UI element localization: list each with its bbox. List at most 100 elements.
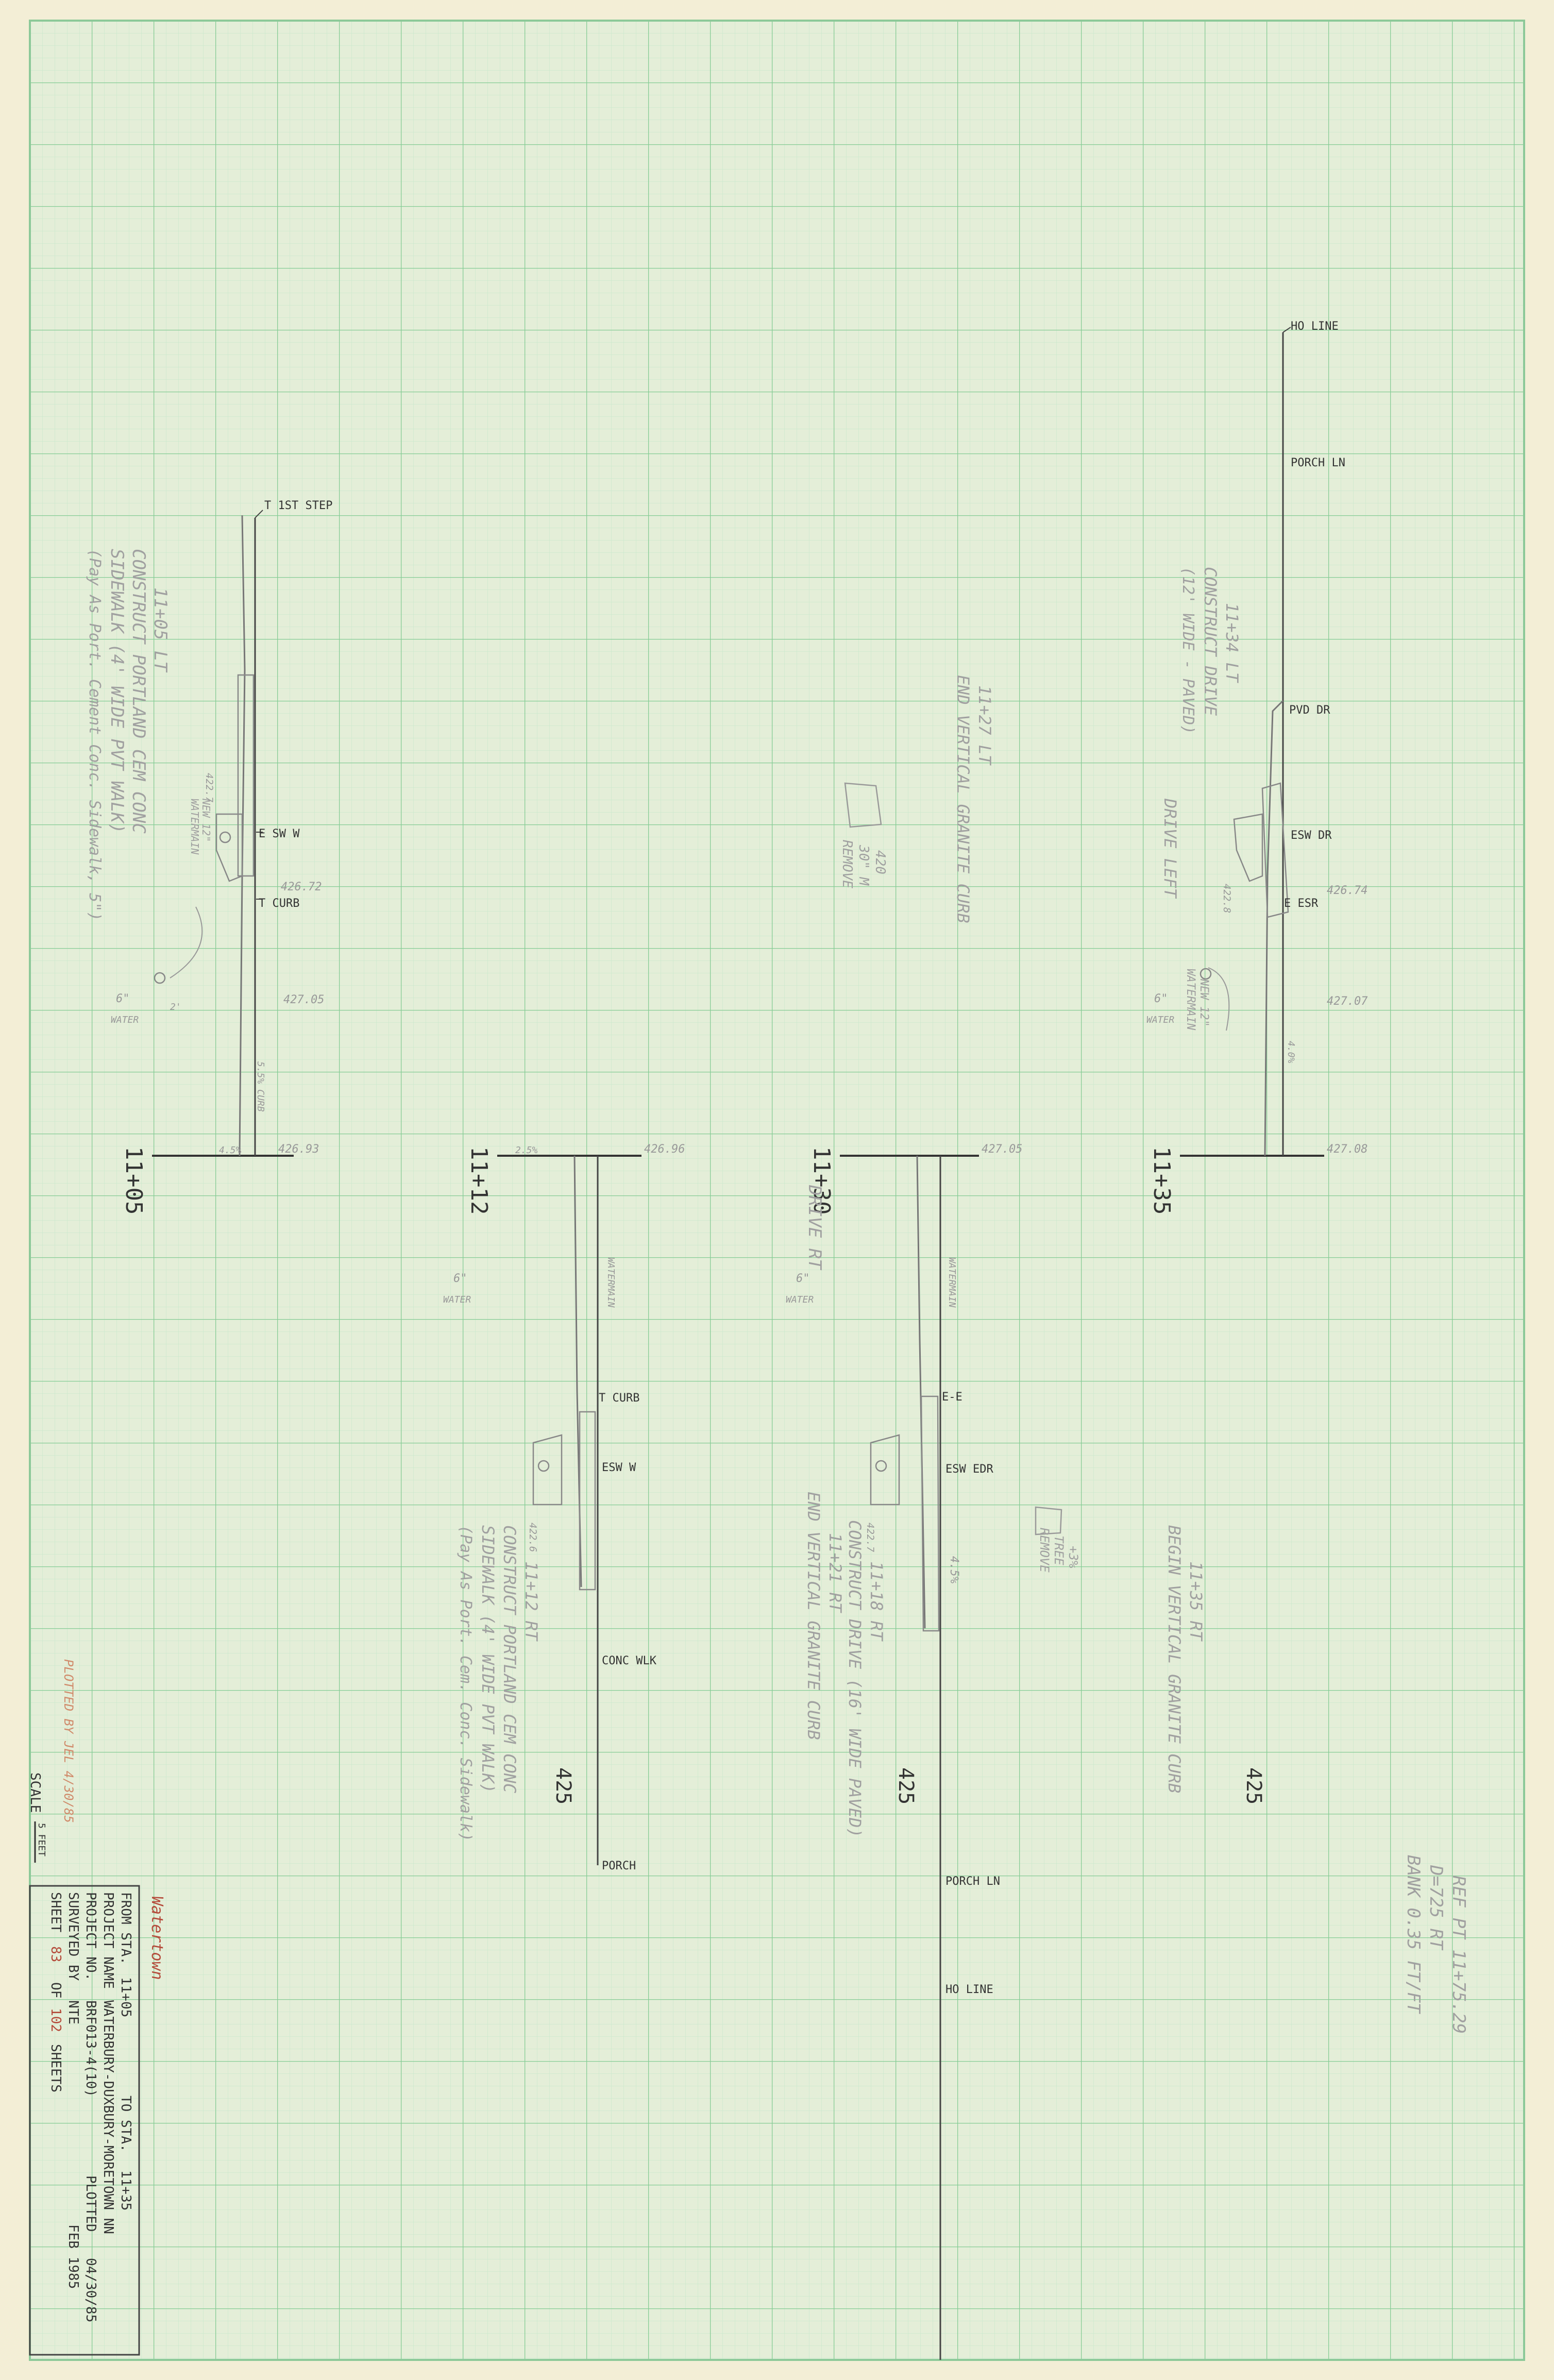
ground-profile xyxy=(1264,700,1284,1156)
baseline-elevation: 426.96 xyxy=(644,1143,685,1156)
walk-profile xyxy=(579,1411,596,1591)
plotted-red-note: PLOTTED BY JEL 4/30/85 xyxy=(61,1659,76,1823)
section-11-05: T 1ST STEP E SW W T CURB 426.72 427.05 4… xyxy=(86,499,332,1214)
section-note: 11+34 LT xyxy=(1222,603,1242,683)
baseline-elevation: 426.93 xyxy=(278,1143,319,1156)
section-note: (Pay As Port. Cement Conc. Sidewalk, 5") xyxy=(86,549,104,921)
remove-note: 30" M xyxy=(856,845,871,886)
red-signature: Watertown xyxy=(148,1896,166,1980)
surveyed-label: SURVEYED BY xyxy=(65,1892,81,1981)
drive-profile xyxy=(1261,782,1289,918)
small-note: 2.5% xyxy=(515,1145,538,1156)
tree-note: TREE xyxy=(1052,1535,1066,1565)
small-note: 6" xyxy=(116,992,130,1005)
elevation: 422.7 xyxy=(865,1523,876,1552)
section-note: DRIVE LEFT xyxy=(1160,798,1180,899)
section-note: DRIVE RT xyxy=(804,1185,825,1271)
to-value: 11+35 xyxy=(118,2170,133,2210)
scale-label: SCALE xyxy=(27,1773,43,1813)
watermain-circle xyxy=(537,1460,550,1472)
section-note: 11+12 RT xyxy=(521,1561,541,1642)
elevation: 426.74 xyxy=(1327,884,1367,897)
section-note: BEGIN VERTICAL GRANITE CURB xyxy=(1164,1525,1184,1793)
scale: SCALE 5 FEET xyxy=(27,1773,47,1863)
plotted-value: 04/30/85 xyxy=(83,2258,98,2322)
label-esw-edr: ESW EDR xyxy=(945,1463,993,1476)
ref-note: BANK 0.35 FT/FT xyxy=(1403,1855,1424,2015)
watermain-shape xyxy=(532,1434,563,1506)
watermain-shape xyxy=(870,1434,900,1506)
small-note: WATER xyxy=(1146,1015,1174,1025)
watermain-circle xyxy=(1200,968,1212,980)
section-note: (12' WIDE - PAVED) xyxy=(1179,567,1197,734)
section-note: 11+18 RT xyxy=(867,1561,886,1642)
station-label: 11+35 xyxy=(1148,1146,1175,1214)
section-note: CONSTRUCT DRIVE xyxy=(1201,567,1220,716)
walk-profile xyxy=(237,674,255,877)
project-no-label: PROJECT NO. xyxy=(83,1892,98,1981)
small-note: WATERMAIN xyxy=(605,1257,616,1308)
label-esw-dr: ESW DR xyxy=(1291,829,1332,842)
remove-note: 420 xyxy=(872,850,888,874)
label-porch: PORCH xyxy=(602,1860,636,1872)
label-e-esr: E ESR xyxy=(1284,897,1319,910)
elevation: 426.72 xyxy=(281,881,322,893)
section-note: SIDEWALK (4' WIDE PVT WALK) xyxy=(478,1525,498,1793)
label-e-e: E-E xyxy=(942,1391,962,1404)
watermain-arc xyxy=(1208,967,1230,1031)
small-note: 6" xyxy=(453,1272,467,1285)
ground-profile xyxy=(239,515,246,1156)
label-t-curb: T CURB xyxy=(259,897,299,910)
station-label: 11+12 xyxy=(466,1146,492,1214)
elevation: 422.8 xyxy=(1221,884,1232,913)
small-note: 4.5% xyxy=(219,1145,242,1156)
to-label: TO STA. xyxy=(118,2096,133,2152)
watermain-circle xyxy=(875,1460,887,1472)
section-note: END VERTICAL GRANITE CURB xyxy=(804,1492,823,1740)
small-note: WATER xyxy=(443,1294,471,1305)
section-11-30: E-E ESW EDR PORCH LN HO LINE 427.05 422.… xyxy=(786,675,1022,2360)
label-ho-line: HO LINE xyxy=(945,1983,993,1996)
project-no-value: BRF013-4(10) xyxy=(83,2000,98,2097)
grid-frame xyxy=(29,20,1525,2361)
sheet-value: 83 xyxy=(48,1946,63,1962)
watermain-arc xyxy=(170,906,203,978)
surveyed-value: NTE xyxy=(65,2000,81,2024)
elevation: 427.07 xyxy=(1327,995,1368,1008)
plotted-label: PLOTTED xyxy=(83,2175,98,2232)
axis-label: 425 xyxy=(1242,1767,1265,1804)
label-e-sw-w: E SW W xyxy=(259,828,300,840)
section-note: 11+05 LT xyxy=(150,587,171,673)
small-note: NEW 12" xyxy=(200,798,212,842)
sheet-label: SHEET xyxy=(48,1892,63,1933)
ref-note: REF PT 11+75.29 xyxy=(1448,1876,1469,2034)
section-note: CONSTRUCT DRIVE (16' WIDE PAVED) xyxy=(845,1520,865,1838)
label-pvd-dr: PVD DR xyxy=(1289,704,1330,717)
major-grid xyxy=(30,21,1524,2360)
axis-label: 425 xyxy=(551,1767,575,1804)
small-note: WATERMAIN xyxy=(1184,969,1197,1031)
section-note: 11+35 RT xyxy=(1186,1561,1206,1642)
from-value: 11+05 xyxy=(118,1977,133,2017)
section-11-12: T CURB ESW W CONC WLK PORCH 426.96 422.6… xyxy=(443,1143,685,1872)
tree-remove-symbol xyxy=(1035,1506,1062,1535)
tree-note: REMOVE xyxy=(1037,1528,1052,1573)
section-note: SIDEWALK (4' WIDE PVT WALK) xyxy=(107,549,127,834)
watermain-shape xyxy=(1233,813,1263,882)
small-note: WATER xyxy=(786,1294,814,1305)
leader-1 xyxy=(255,510,263,518)
remove-symbol xyxy=(844,782,882,828)
label-porch-ln: PORCH LN xyxy=(945,1875,1000,1888)
small-note: 5.5% CURB xyxy=(255,1061,266,1112)
small-note: WATERMAIN xyxy=(189,799,201,855)
label-esw-w: ESW W xyxy=(602,1461,636,1474)
section-note: 11+21 RT xyxy=(825,1533,845,1613)
date-value: FEB 1985 xyxy=(65,2224,81,2289)
ref-note: D=725 RT xyxy=(1426,1865,1446,1951)
sheets-label: SHEETS xyxy=(48,2044,63,2092)
small-note: 2' xyxy=(170,1002,181,1012)
watermain-shape xyxy=(215,813,243,882)
water-line-circle xyxy=(154,972,166,984)
label-porch-ln: PORCH LN xyxy=(1291,457,1345,469)
small-note: WATERMAIN xyxy=(947,1257,957,1308)
